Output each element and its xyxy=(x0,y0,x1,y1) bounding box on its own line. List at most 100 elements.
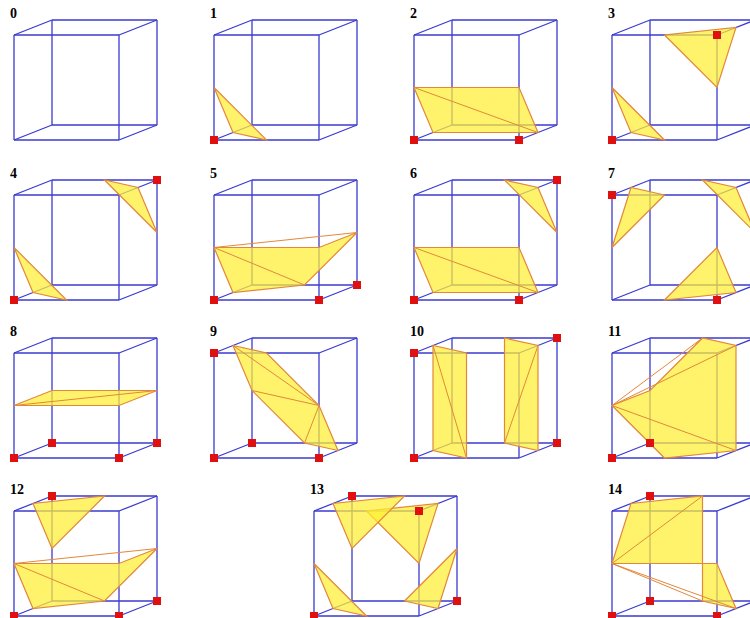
case-number: 14 xyxy=(608,482,622,497)
isosurface-polygon xyxy=(414,248,538,293)
triangle-edge xyxy=(14,549,157,564)
cube-edge xyxy=(214,34,319,35)
vertex-marker xyxy=(153,439,161,447)
isosurface-polygon xyxy=(414,88,538,133)
triangle-edge xyxy=(433,346,467,459)
isosurface-polygon xyxy=(314,564,367,617)
cube-edge xyxy=(414,139,519,140)
triangle-edge xyxy=(414,248,538,293)
cube-edge xyxy=(650,600,750,601)
cube-edge xyxy=(556,338,557,443)
cube-edge xyxy=(52,124,157,125)
triangle-edge xyxy=(233,346,319,406)
cube-case xyxy=(410,20,557,144)
vertex-marker xyxy=(348,492,356,500)
cube-edge xyxy=(519,20,557,35)
cube-edge xyxy=(52,19,157,20)
cube-case xyxy=(10,338,161,462)
case-number: 2 xyxy=(410,6,417,21)
triangle-edge xyxy=(612,338,703,406)
cube-edge xyxy=(14,457,119,458)
cube-edge xyxy=(612,615,717,616)
case-number: 13 xyxy=(310,482,324,497)
vertex-marker xyxy=(453,597,461,605)
cube-edge xyxy=(13,35,14,140)
cube-edge xyxy=(156,20,157,125)
cube-edge xyxy=(118,35,119,140)
vertex-marker xyxy=(315,296,323,304)
vertex-marker xyxy=(646,597,654,605)
case-number: 7 xyxy=(608,166,615,181)
cube-edge xyxy=(650,19,750,20)
cube-edge xyxy=(14,20,52,35)
vertex-marker xyxy=(210,136,218,144)
vertex-marker xyxy=(48,439,56,447)
cube-case xyxy=(310,492,461,618)
case-number: 6 xyxy=(410,166,417,181)
cube-edge xyxy=(214,443,252,458)
vertex-marker xyxy=(315,454,323,462)
case-number: 4 xyxy=(10,166,17,181)
cube-case xyxy=(608,492,750,618)
cube-edge xyxy=(14,125,52,140)
isosurface-polygon xyxy=(14,391,157,406)
vertex-marker xyxy=(713,31,721,39)
vertex-marker xyxy=(553,334,561,342)
cube-edge xyxy=(650,179,750,180)
cube-edge xyxy=(414,180,452,195)
isosurface-polygon xyxy=(233,346,338,451)
cube-edge xyxy=(214,457,319,458)
vertex-marker xyxy=(115,612,123,618)
case-number: 12 xyxy=(10,482,24,497)
case-number: 10 xyxy=(410,324,424,339)
cube-edge xyxy=(14,180,52,195)
case-number: 9 xyxy=(210,324,217,339)
cube-edge xyxy=(319,20,357,35)
vertex-marker xyxy=(310,612,318,618)
triangle-edge xyxy=(14,391,157,406)
cube-edge xyxy=(14,443,52,458)
cube-edge xyxy=(612,285,650,300)
cube-case xyxy=(210,180,361,304)
isosurface-polygon xyxy=(214,88,267,141)
isosurface-polygon xyxy=(105,180,158,233)
triangle-edge xyxy=(305,406,320,444)
cube-edge xyxy=(214,299,319,300)
case-number: 1 xyxy=(210,6,217,21)
isosurface-polygon xyxy=(333,496,405,549)
vertex-marker xyxy=(353,281,361,289)
cube-edge xyxy=(52,337,157,338)
triangle-edge xyxy=(414,88,538,133)
triangle-edge xyxy=(612,564,703,602)
vertex-marker xyxy=(646,439,654,447)
cube-edge xyxy=(14,34,119,35)
isosurface-polygon xyxy=(612,188,665,248)
cube-case xyxy=(410,334,561,462)
cube-edge xyxy=(119,20,157,35)
cube-case xyxy=(14,20,157,140)
cube-edge xyxy=(119,125,157,140)
vertex-marker xyxy=(210,349,218,357)
vertex-marker xyxy=(608,454,616,462)
case-number: 0 xyxy=(10,6,17,21)
cube-case xyxy=(608,334,750,462)
vertex-marker xyxy=(153,597,161,605)
isosurface-polygon xyxy=(612,496,736,609)
case-number: 5 xyxy=(210,166,217,181)
vertex-marker xyxy=(10,296,18,304)
cube-edge xyxy=(14,139,119,140)
vertex-marker xyxy=(608,136,616,144)
isosurface-polygon xyxy=(612,88,665,141)
cube-edge xyxy=(118,195,119,300)
vertex-marker xyxy=(115,454,123,462)
vertex-marker xyxy=(713,612,721,618)
cube-edge xyxy=(356,338,357,443)
triangle-edge xyxy=(612,564,736,609)
cube-edge xyxy=(213,353,214,458)
vertex-marker xyxy=(515,136,523,144)
cube-edge xyxy=(319,180,357,195)
triangle-edge xyxy=(214,248,305,286)
cube-edge xyxy=(414,299,519,300)
vertex-marker xyxy=(608,191,616,199)
